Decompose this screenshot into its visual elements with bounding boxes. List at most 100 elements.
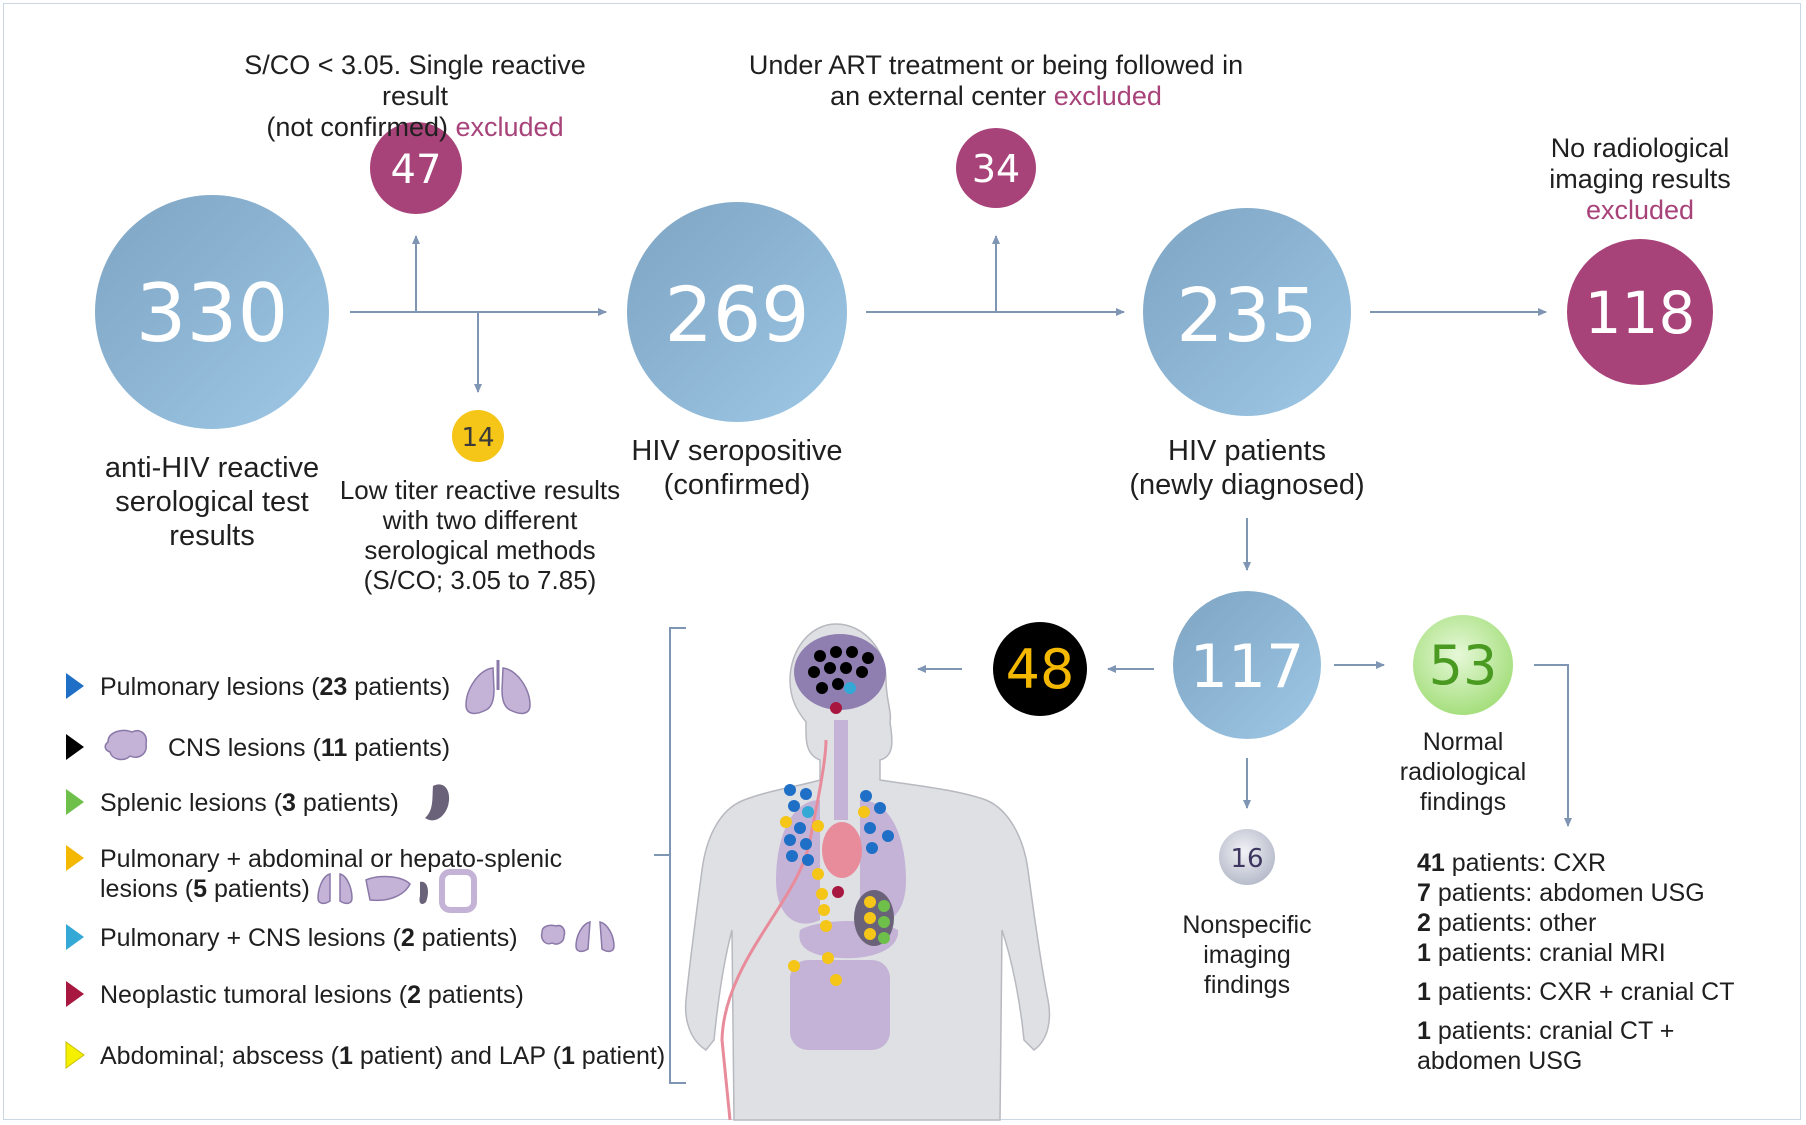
circle-330 — [95, 195, 329, 429]
triangle-pulmonary — [66, 673, 84, 699]
triangle-cns — [66, 734, 84, 760]
label-330-line3: results — [169, 520, 255, 552]
label-34-line1: Under ART treatment or being followed in — [748, 50, 1244, 80]
circle-16 — [1219, 829, 1275, 885]
legend-count: 1 — [339, 1042, 353, 1070]
number-53: 53 — [1429, 634, 1498, 697]
legend-text: Pulmonary lesions ( — [100, 673, 320, 701]
list-text: patients: cranial MRI — [1430, 939, 1666, 967]
circle-117 — [1173, 591, 1321, 739]
legend-count: 2 — [400, 924, 415, 952]
lungs-icon — [465, 660, 531, 715]
label-269: HIV seropositive (confirmed) — [602, 434, 872, 502]
legend-text: CNS lesions ( — [168, 734, 321, 762]
list-text: patients: abdomen USG — [1430, 879, 1705, 907]
label-330: anti-HIV reactive serological test resul… — [72, 451, 352, 553]
label-47-line1: S/CO < 3.05. Single reactive result — [244, 50, 586, 111]
legend-text: patients) — [414, 924, 518, 952]
circle-34 — [956, 128, 1036, 208]
legend-text: patients) — [295, 789, 399, 817]
legend-item-abdominal: Abdominal; abscess (1 patient) and LAP (… — [100, 1041, 665, 1071]
number-48: 48 — [1006, 638, 1075, 701]
legend-bracket — [654, 627, 686, 1084]
spleen-icon — [425, 784, 450, 821]
legend-item-pulm-abdominal: Pulmonary + abdominal or hepato-splenic … — [100, 844, 562, 904]
triangle-splenic — [66, 789, 84, 815]
circle-235 — [1143, 208, 1351, 416]
list-text: patients: other — [1430, 909, 1597, 937]
legend-text: patients) — [347, 734, 451, 762]
legend-icons — [104, 660, 615, 953]
legend-markers — [65, 673, 85, 1069]
legend-text: Abdominal; abscess ( — [100, 1042, 340, 1070]
flow-arrows — [350, 235, 1572, 827]
legend-text: patient) — [574, 1042, 666, 1070]
list-item: 1 patients: CXR + cranial CT — [1417, 977, 1735, 1007]
triangle-neoplastic — [66, 981, 84, 1007]
circle-269 — [627, 202, 847, 422]
label-118-line1: No radiological — [1550, 133, 1730, 163]
legend-count: 3 — [282, 789, 296, 817]
legend-count: 2 — [407, 981, 421, 1009]
legend-count: 23 — [319, 673, 348, 701]
legend-text: patient) and LAP ( — [352, 1042, 561, 1070]
list-text: patients: CXR + cranial CT — [1430, 978, 1735, 1006]
label-330-line2: serological test — [115, 486, 309, 518]
number-117: 117 — [1190, 632, 1305, 702]
legend-item-pulmonary: Pulmonary lesions (23 patients) — [100, 672, 450, 702]
legend-text: Splenic lesions ( — [100, 789, 283, 817]
list-count: 1 — [1417, 939, 1431, 967]
legend-text: lesions ( — [100, 875, 194, 903]
brain-icon — [104, 729, 148, 761]
legend-text: Pulmonary + abdominal or hepato-splenic — [100, 845, 563, 873]
body-illustration — [684, 623, 1051, 1121]
number-47: 47 — [391, 147, 442, 193]
label-16: Nonspecific imaging findings — [1162, 910, 1332, 1000]
list-count: 7 — [1417, 879, 1431, 907]
label-118-excluded: excluded — [1585, 195, 1695, 225]
list-count: 1 — [1417, 978, 1431, 1006]
list-count: 1 — [1417, 1017, 1431, 1045]
heart — [822, 822, 862, 878]
legend-item-pulm-cns: Pulmonary + CNS lesions (2 patients) — [100, 923, 518, 953]
circle-48 — [993, 622, 1087, 716]
legend-item-cns: CNS lesions (11 patients) — [168, 733, 450, 763]
intestines — [790, 960, 890, 1050]
label-14-line3: serological methods — [364, 535, 596, 565]
list-text: patients: cranial CT + — [1430, 1017, 1675, 1045]
label-235: HIV patients (newly diagnosed) — [1097, 434, 1397, 502]
label-47-line2: (not confirmed) — [266, 112, 448, 142]
label-53-line1: Normal — [1422, 728, 1504, 756]
circle-53 — [1413, 615, 1513, 715]
label-269-line2: (confirmed) — [663, 469, 811, 501]
list-item: 1 patients: cranial MRI — [1417, 938, 1735, 968]
label-118-line2: imaging results — [1549, 164, 1731, 194]
label-47-excluded: excluded — [455, 112, 564, 142]
triangle-abdominal — [65, 1041, 85, 1069]
label-16-line1: Nonspecific — [1182, 911, 1312, 939]
number-235: 235 — [1176, 273, 1317, 359]
label-34: Under ART treatment or being followed in… — [740, 50, 1252, 112]
brain-lungs-icon — [540, 921, 615, 953]
label-34-line2: an external center — [830, 81, 1047, 111]
list-item: abdomen USG — [1417, 1046, 1735, 1076]
label-330-line1: anti-HIV reactive — [104, 452, 320, 484]
list-text: abdomen USG — [1417, 1047, 1583, 1075]
circle-47 — [370, 122, 462, 214]
triangle-pulm-abdominal — [66, 845, 84, 871]
number-16: 16 — [1230, 844, 1263, 874]
legend-text: patients) — [420, 981, 524, 1009]
label-269-line1: HIV seropositive — [631, 435, 843, 467]
label-235-line2: (newly diagnosed) — [1129, 469, 1365, 501]
organs-icon — [317, 869, 477, 913]
label-53-line3: findings — [1419, 788, 1507, 816]
list-item: 1 patients: cranial CT + — [1417, 1016, 1735, 1046]
legend-text: patients) — [347, 673, 451, 701]
label-16-line3: findings — [1203, 971, 1291, 999]
label-47: S/CO < 3.05. Single reactive result (not… — [210, 50, 620, 143]
legend-count: 1 — [560, 1042, 575, 1070]
list-item: 41 patients: CXR — [1417, 848, 1735, 878]
trachea — [834, 720, 848, 820]
legend-count: 11 — [320, 734, 348, 762]
list-item: 2 patients: other — [1417, 908, 1735, 938]
